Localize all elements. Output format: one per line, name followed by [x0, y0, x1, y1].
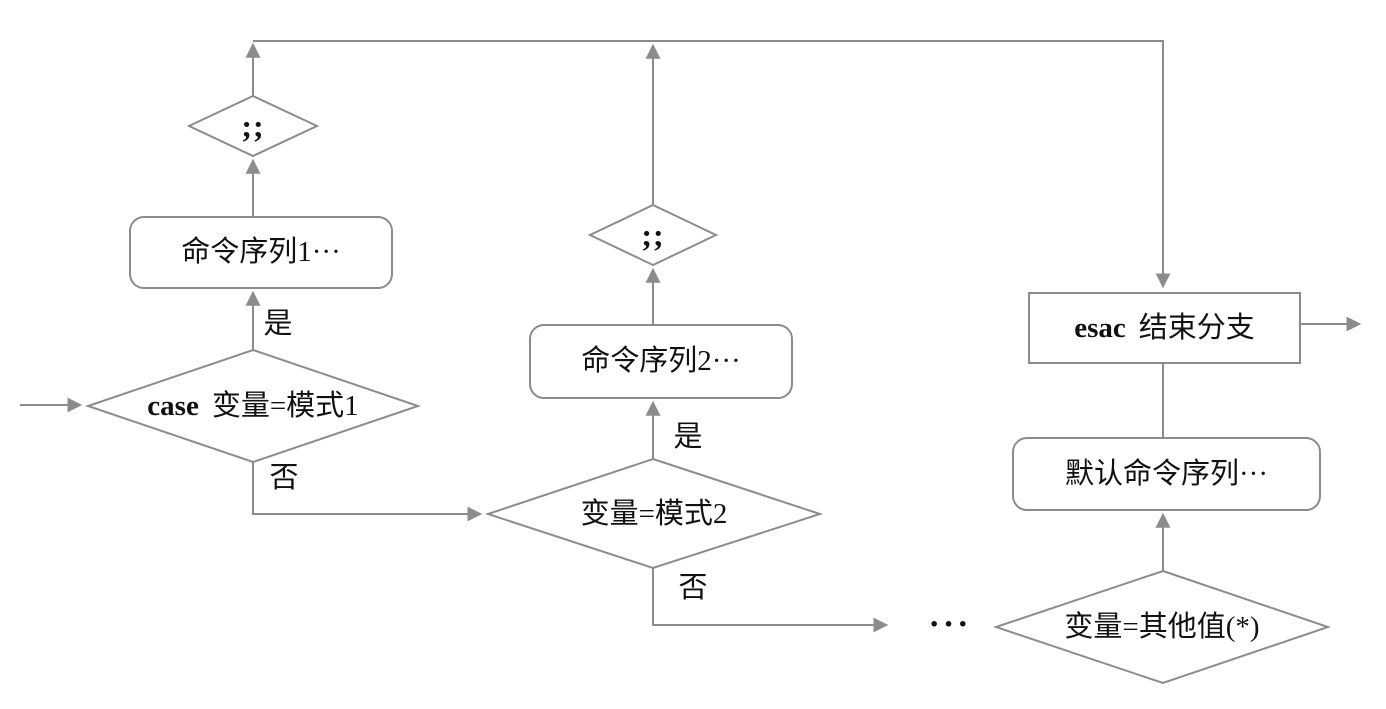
arrow-case2-no-to-ellipsis	[652, 568, 889, 633]
ellipsis-text: ···	[928, 606, 972, 643]
arrow-case1-no-to-case2	[252, 462, 483, 522]
case2-text: 变量=模式2	[580, 497, 728, 530]
case1-text: case 变量=模式1	[88, 350, 418, 462]
decision-diamond-semi1	[186, 94, 320, 158]
esac-text: esac 结束分支	[1029, 293, 1300, 363]
default-seq-text: 默认命令序列···	[1065, 457, 1268, 490]
arrow-top-merge-to-esac	[253, 40, 1171, 289]
edge-label-yes1: 是	[263, 307, 293, 340]
other-text: 变量=其他值(*)	[1064, 610, 1260, 643]
decision-diamond-other	[992, 569, 1332, 685]
seq2-text: 命令序列2···	[581, 345, 741, 377]
semi1-text: ;;	[241, 108, 265, 144]
case1-keyword: case	[147, 389, 199, 422]
process-box-seq2	[529, 324, 793, 399]
edge-label-no2: 否	[678, 571, 708, 604]
edge-label-no1: 否	[269, 461, 299, 494]
semi2-text: ;;	[641, 217, 665, 253]
decision-diamond-case1	[84, 348, 422, 464]
decision-diamond-case2	[484, 457, 824, 570]
decision-diamond-semi2	[587, 203, 719, 267]
esac-keyword: esac	[1074, 311, 1126, 344]
edge-label-yes2: 是	[673, 420, 703, 453]
process-box-seq1	[129, 216, 393, 289]
esac-label: 结束分支	[1138, 311, 1255, 344]
case1-condition: 变量=模式1	[211, 389, 359, 422]
process-box-esac	[1028, 292, 1301, 364]
seq1-text: 命令序列1···	[181, 236, 341, 268]
process-box-default-seq	[1012, 437, 1321, 511]
